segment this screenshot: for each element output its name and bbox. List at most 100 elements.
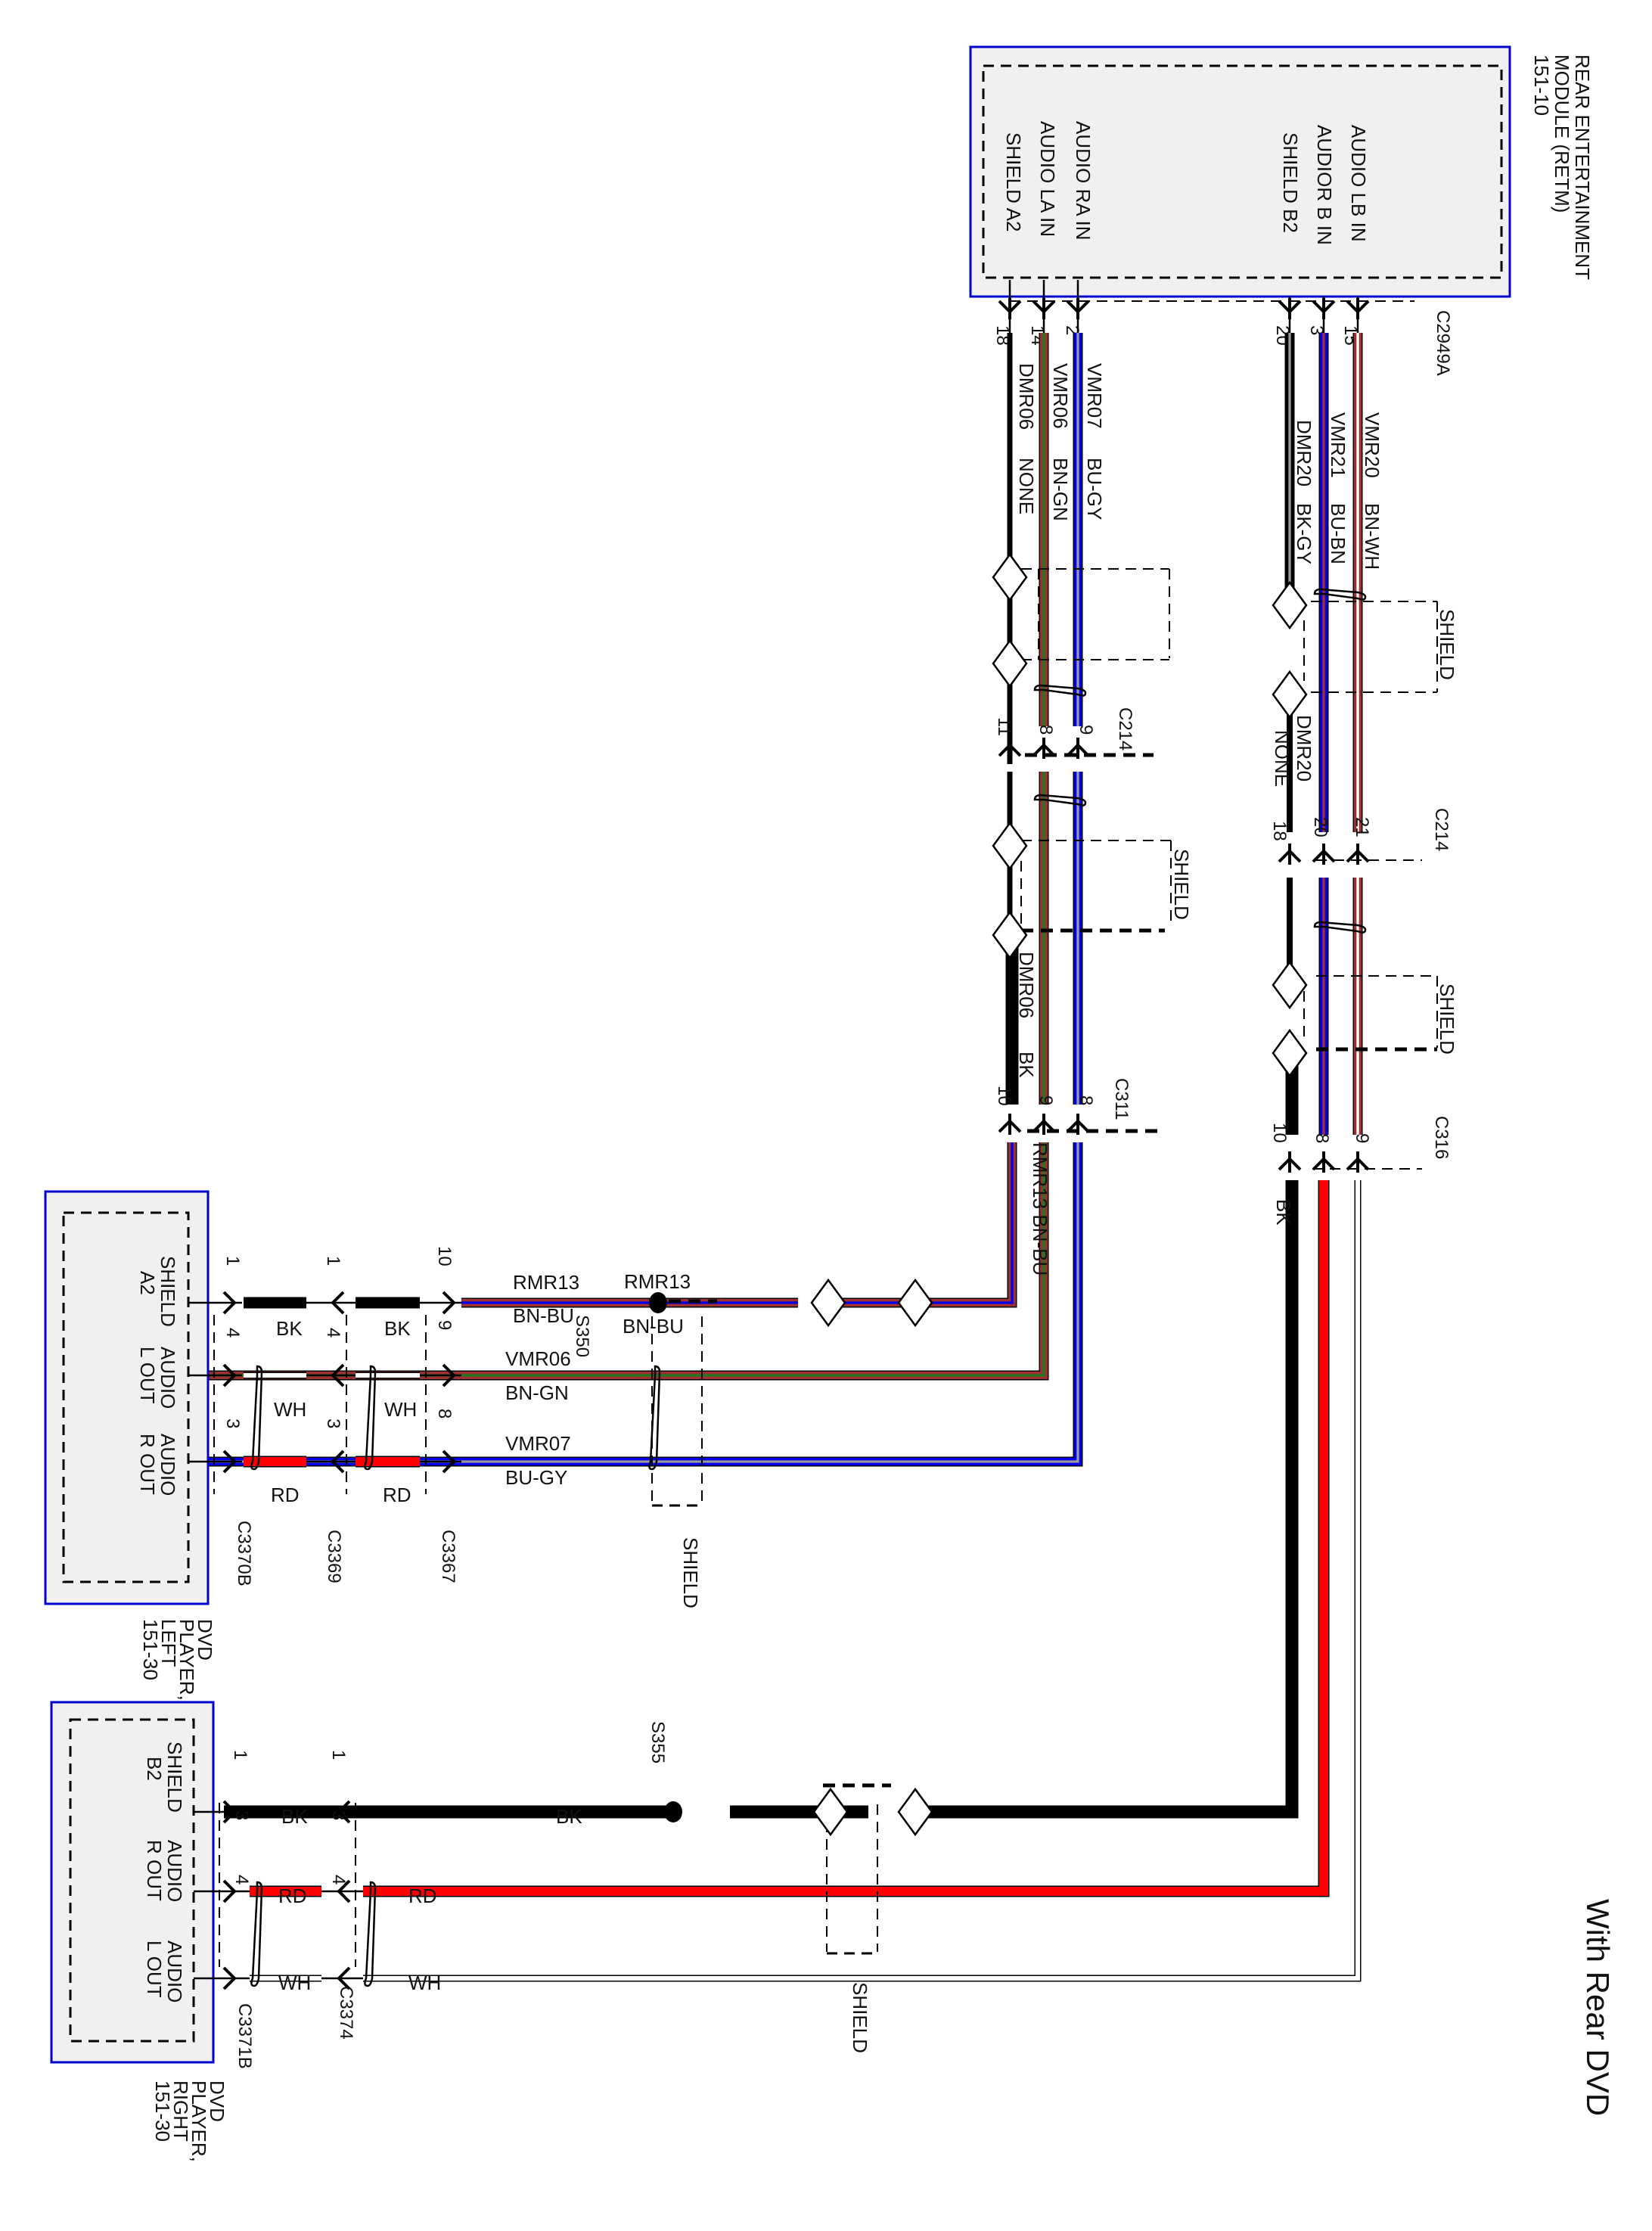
- dvd-right-pin-label: R OUT: [143, 1840, 166, 1901]
- circuit-label: VMR20: [1361, 412, 1383, 478]
- connector-pin-icon: [222, 1879, 237, 1903]
- connector-pin-icon: [442, 1450, 456, 1474]
- dvd-right-name: PLAYER,: [188, 2080, 210, 2162]
- twisted-pair-icon: [364, 1365, 377, 1471]
- c3370b-label: C3370B: [234, 1521, 254, 1586]
- dvd-player-left-module[interactable]: [44, 1190, 210, 1605]
- pin-number: 1: [323, 1256, 343, 1266]
- wire-color-label: RD: [278, 1885, 307, 1907]
- shield-ground-diamond-icon: [1272, 580, 1308, 630]
- wire-color-label: BK: [384, 1317, 411, 1340]
- pin-number: 8: [434, 1409, 455, 1418]
- retm-name-line1: REAR ENTERTAINMENT: [1571, 54, 1594, 280]
- left-connector-boxes: [213, 1315, 427, 1494]
- connector-pin-icon: [442, 1363, 456, 1387]
- connector-pin-icon: [331, 1291, 345, 1315]
- connector-pin-icon: [1346, 1151, 1370, 1173]
- connector-pin-icon: [222, 1450, 237, 1474]
- pin-number: 9: [1076, 725, 1096, 735]
- twisted-pair-icon: [1033, 684, 1087, 697]
- c2949a-label: C2949A: [1433, 310, 1453, 376]
- pin-number: 8: [1076, 1095, 1096, 1105]
- wire-color-label: BU-BN: [1327, 503, 1349, 564]
- retm-pin-label: SHIELD B2: [1279, 132, 1302, 233]
- connector-pin-icon: [222, 1966, 237, 1990]
- shield-ground-diamond-icon: [992, 910, 1028, 960]
- connector-pin-icon: [1066, 738, 1090, 759]
- pin-number: 11: [994, 717, 1014, 736]
- pin-number: 10: [994, 1086, 1014, 1106]
- wire-color-label: RD: [271, 1484, 300, 1506]
- wire-color-label: BK: [1272, 1199, 1295, 1226]
- twisted-pair-icon: [1313, 588, 1367, 601]
- wire-color-label: BK: [1015, 1052, 1038, 1078]
- dvd-left-pin-label: A2: [136, 1271, 159, 1295]
- dvd-right-pin-label: B2: [143, 1757, 166, 1781]
- dvd-left-name: DVD: [194, 1619, 216, 1661]
- retm-ref: 151-10: [1530, 54, 1553, 116]
- connector-pin-icon: [1278, 1151, 1302, 1173]
- dvd-left-pin-label: R OUT: [136, 1434, 159, 1495]
- shield-label: SHIELD: [679, 1537, 702, 1608]
- diagram-title: With Rear DVD: [1580, 1899, 1616, 2116]
- wire-color-label: NONE: [1015, 458, 1038, 514]
- c3369-label: C3369: [324, 1530, 344, 1583]
- wire-color-label: BU-GY: [1083, 458, 1106, 520]
- splice-s350-icon: [649, 1292, 667, 1313]
- dvd-right-pin-label: SHIELD: [163, 1742, 186, 1813]
- dvd-left-pin-label: L OUT: [136, 1347, 159, 1404]
- pin-number: 10: [434, 1246, 455, 1266]
- c3371b-label: C3371B: [234, 2003, 255, 2069]
- twisted-pair-icon: [648, 1365, 661, 1471]
- circuit-label: RMR13: [624, 1270, 691, 1293]
- connector-pin-icon: [337, 1879, 351, 1903]
- wire-color-label: WH: [408, 1972, 441, 1994]
- circuit-label: RMR13 BN-BU: [1029, 1142, 1051, 1276]
- twisted-pair-icon: [1033, 794, 1087, 806]
- retm-module[interactable]: [969, 45, 1511, 298]
- dvd-right-pin-label: AUDIO: [163, 1940, 186, 2003]
- pin-number: 3: [323, 1418, 343, 1428]
- pin-number: 9: [1352, 1133, 1372, 1143]
- pin-number: 21: [1352, 817, 1372, 837]
- pin-number: 4: [231, 1875, 252, 1885]
- wire-color-label: BN-BU: [623, 1315, 684, 1338]
- shield-ground-diamond-icon: [810, 1278, 846, 1328]
- pin-number: 8: [1036, 725, 1056, 735]
- wires: [89, 333, 1363, 1982]
- shield-label: SHIELD: [1170, 849, 1193, 920]
- wire-color-label: WH: [274, 1398, 306, 1421]
- shield-ground-diamond-icon: [812, 1787, 849, 1837]
- pin-number: 3: [231, 1810, 252, 1820]
- connector-pin-icon: [1278, 844, 1302, 865]
- c214-a-label: C214: [1115, 707, 1135, 750]
- connector-pin-icon: [998, 738, 1022, 759]
- wire-color-label: BU-GY: [505, 1466, 567, 1489]
- wire-color-label: BN-GN: [505, 1381, 569, 1404]
- circuit-label: VMR06: [505, 1347, 571, 1370]
- wire-rd-right-long: [363, 1180, 1328, 1896]
- dvd-right-name: RIGHT: [169, 2080, 192, 2142]
- dvd-left-name: PLAYER,: [175, 1619, 198, 1701]
- circuit-label: VMR06: [1049, 363, 1072, 429]
- wire-bk-right-long-outline: [917, 1180, 1299, 1819]
- connector-pin-icon: [1346, 298, 1370, 319]
- wire-color-label: RD: [383, 1484, 411, 1506]
- s355-label: S355: [647, 1721, 668, 1763]
- shield-ground-diamond-icon: [1272, 670, 1308, 719]
- connector-pin-icon: [1312, 844, 1336, 865]
- c3374-label: C3374: [336, 1986, 356, 2040]
- connector-pin-icon: [1066, 298, 1090, 319]
- wire-wh-right-long: [363, 1180, 1360, 1981]
- twisted-pair-icon: [1313, 921, 1367, 934]
- circuit-label: VMR21: [1327, 412, 1349, 478]
- pin-number: 18: [1269, 821, 1290, 841]
- dvd-left-ref: 151-30: [139, 1619, 162, 1680]
- wire-color-label: RD: [408, 1885, 437, 1907]
- shield-ground-diamond-icon: [1272, 960, 1308, 1010]
- wire-color-label: BN-GN: [1049, 458, 1072, 521]
- pin-number: 8: [1312, 1133, 1332, 1143]
- dvd-player-right-module[interactable]: [50, 1701, 215, 2064]
- wire-rmr13-upper: [828, 1142, 1016, 1307]
